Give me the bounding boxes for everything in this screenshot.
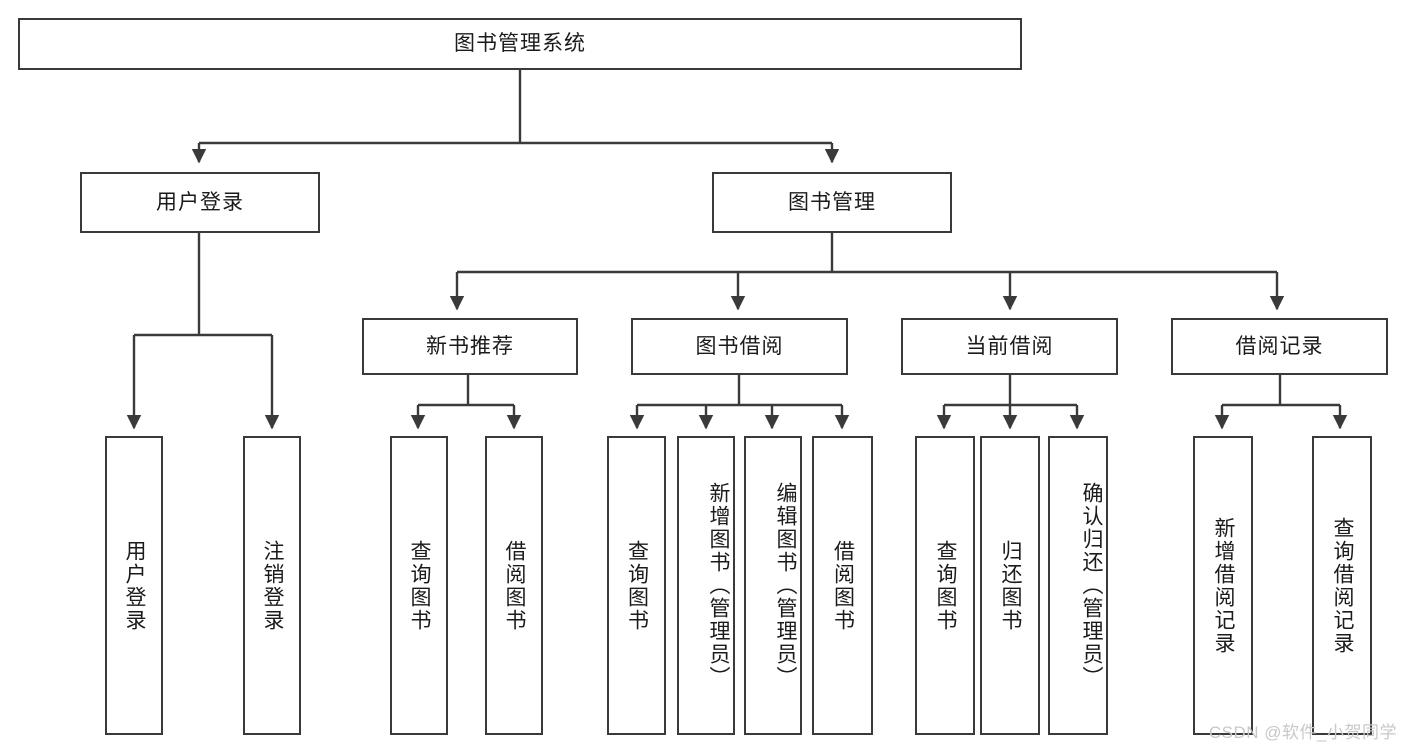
- node-leaf-edit-book[interactable]: 编辑图书（管理员）: [744, 436, 802, 735]
- node-user-login[interactable]: 用户登录: [80, 172, 320, 233]
- node-label: 当前借阅: [965, 334, 1054, 358]
- node-label: 新增图书（管理员）: [707, 482, 730, 689]
- node-leaf-borrow-book-2[interactable]: 借阅图书: [812, 436, 873, 735]
- node-label: 用户登录: [123, 539, 146, 632]
- node-label: 查询图书: [625, 539, 649, 632]
- node-current-borrow[interactable]: 当前借阅: [901, 318, 1118, 375]
- node-book-management[interactable]: 图书管理: [712, 172, 952, 233]
- node-leaf-logout[interactable]: 注销登录: [243, 436, 301, 735]
- node-leaf-query-book-1[interactable]: 查询图书: [390, 436, 448, 735]
- node-root-book-management-system[interactable]: 图书管理系统: [18, 18, 1022, 70]
- node-label: 查询图书: [934, 539, 957, 632]
- node-label: 注销登录: [261, 539, 284, 632]
- node-book-borrow[interactable]: 图书借阅: [631, 318, 848, 375]
- node-borrow-record[interactable]: 借阅记录: [1171, 318, 1388, 375]
- node-label: 归还图书: [999, 539, 1022, 632]
- node-leaf-user-login[interactable]: 用户登录: [105, 436, 163, 735]
- node-label: 借阅记录: [1235, 334, 1324, 358]
- node-leaf-borrow-book-1[interactable]: 借阅图书: [485, 436, 543, 735]
- node-label: 借阅图书: [831, 539, 855, 632]
- watermark-text: CSDN @软件_小贺同学: [1208, 723, 1397, 742]
- node-leaf-query-record[interactable]: 查询借阅记录: [1312, 436, 1372, 735]
- node-label: 新书推荐: [426, 334, 514, 358]
- node-label: 借阅图书: [503, 539, 526, 632]
- node-leaf-add-book[interactable]: 新增图书（管理员）: [677, 436, 735, 735]
- node-new-book-recommend[interactable]: 新书推荐: [362, 318, 578, 375]
- node-leaf-return-book[interactable]: 归还图书: [980, 436, 1040, 735]
- node-label: 图书管理: [788, 190, 876, 214]
- node-label: 新增借阅记录: [1212, 516, 1235, 655]
- node-leaf-confirm-return[interactable]: 确认归还（管理员）: [1048, 436, 1108, 735]
- node-label: 查询图书: [408, 539, 431, 632]
- node-label: 图书借阅: [695, 334, 784, 358]
- node-label: 确认归还（管理员）: [1080, 482, 1103, 689]
- node-leaf-query-book-3[interactable]: 查询图书: [915, 436, 975, 735]
- node-label: 编辑图书（管理员）: [774, 482, 797, 689]
- node-label: 用户登录: [156, 190, 244, 214]
- node-leaf-query-book-2[interactable]: 查询图书: [607, 436, 666, 735]
- node-leaf-add-record[interactable]: 新增借阅记录: [1193, 436, 1253, 735]
- node-label: 图书管理系统: [454, 32, 586, 56]
- node-label: 查询借阅记录: [1331, 516, 1354, 655]
